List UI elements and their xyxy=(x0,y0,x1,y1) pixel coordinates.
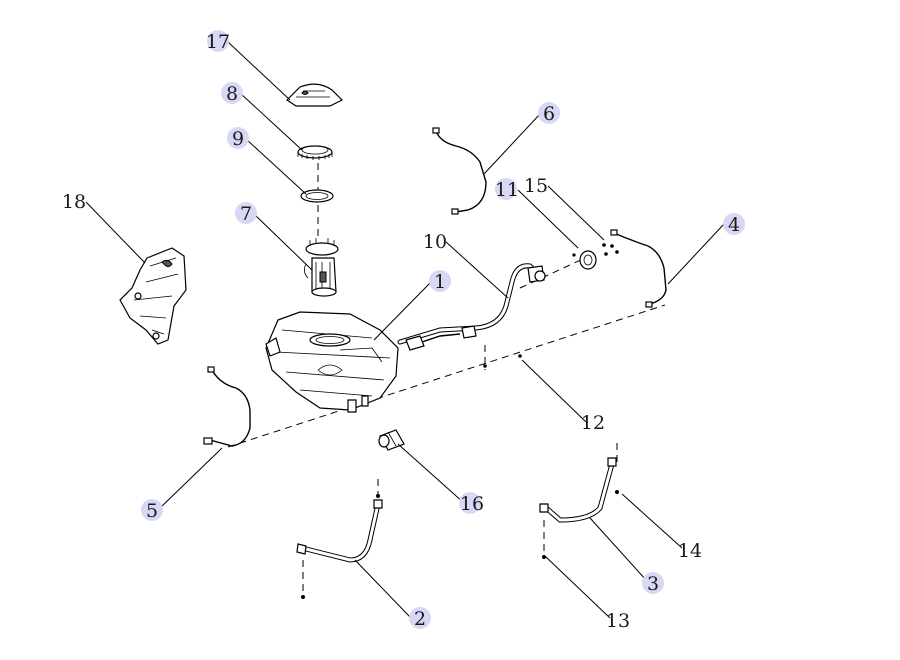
svg-text:11: 11 xyxy=(495,179,519,201)
part-clips xyxy=(602,243,619,256)
callout-labels: 1 2 3 4 5 6 7 8 xyxy=(62,30,745,632)
callout-10: 10 xyxy=(423,231,447,253)
leader-lines xyxy=(85,41,725,619)
callout-7: 7 xyxy=(235,202,257,225)
part-heat-shield xyxy=(119,247,187,345)
callout-9: 9 xyxy=(227,127,249,150)
part-lock-ring xyxy=(297,145,333,160)
callout-11: 11 xyxy=(495,178,519,201)
callout-15: 15 xyxy=(524,175,548,197)
part-tank-strap-right xyxy=(539,457,619,559)
fasteners xyxy=(483,354,522,368)
part-tank-strap-left xyxy=(296,494,383,599)
svg-text:18: 18 xyxy=(62,191,86,213)
callout-4: 4 xyxy=(723,213,745,236)
part-fuel-cap xyxy=(572,250,597,270)
callout-18: 18 xyxy=(62,191,86,213)
svg-text:10: 10 xyxy=(423,231,447,253)
part-sensor-wire-upper xyxy=(432,127,487,215)
part-fuel-tank xyxy=(265,311,399,413)
svg-text:8: 8 xyxy=(226,83,238,105)
svg-text:5: 5 xyxy=(146,500,158,522)
part-filler-neck xyxy=(397,263,546,351)
svg-text:9: 9 xyxy=(232,128,244,150)
callout-13: 13 xyxy=(606,610,630,632)
svg-text:17: 17 xyxy=(206,31,230,53)
callout-8: 8 xyxy=(221,82,243,105)
callout-16: 16 xyxy=(459,492,484,515)
svg-text:2: 2 xyxy=(414,608,426,630)
svg-text:13: 13 xyxy=(606,610,630,632)
part-sensor-wire-right xyxy=(610,229,667,308)
svg-text:4: 4 xyxy=(728,214,740,236)
part-seal-ring xyxy=(300,189,334,203)
callout-1: 1 xyxy=(429,270,451,293)
svg-text:6: 6 xyxy=(543,103,555,125)
svg-text:3: 3 xyxy=(647,573,659,595)
svg-text:1: 1 xyxy=(434,271,446,293)
svg-text:12: 12 xyxy=(581,412,605,434)
callout-3: 3 xyxy=(642,572,664,595)
part-cover-plate xyxy=(286,83,344,107)
callout-14: 14 xyxy=(678,540,702,562)
svg-text:7: 7 xyxy=(240,203,252,225)
svg-text:14: 14 xyxy=(678,540,702,562)
callout-5: 5 xyxy=(141,499,163,522)
part-bushing xyxy=(378,429,405,451)
part-fuel-pump-module xyxy=(304,238,339,297)
callout-17: 17 xyxy=(206,30,230,53)
callout-6: 6 xyxy=(538,102,560,125)
part-sensor-wire-left xyxy=(203,366,251,447)
callout-2: 2 xyxy=(409,607,431,630)
svg-text:16: 16 xyxy=(460,493,484,515)
svg-text:15: 15 xyxy=(524,175,548,197)
callout-12: 12 xyxy=(581,412,605,434)
